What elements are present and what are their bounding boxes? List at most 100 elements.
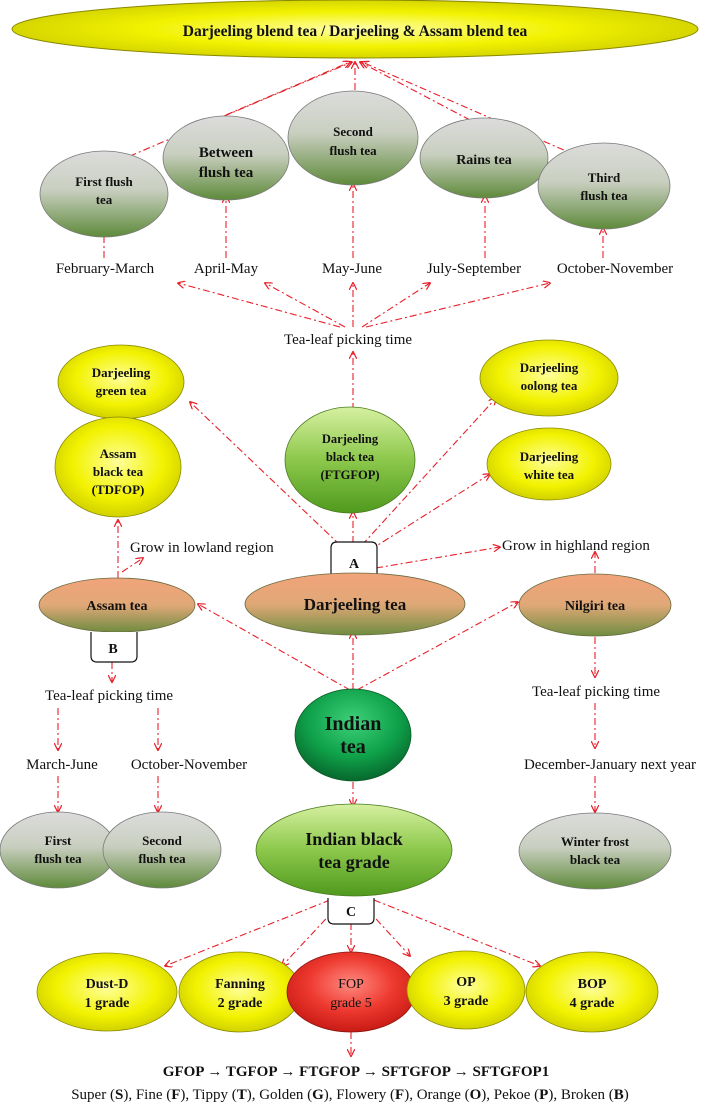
legend-close-paren: ) <box>624 1087 629 1103</box>
fop-grade-node <box>286 951 416 1033</box>
arrow <box>361 398 496 546</box>
second-flush-line2: flush tea <box>329 143 377 158</box>
darjeeling-products: Darjeeling green tea Assam black tea (TD… <box>54 339 619 518</box>
between-flush-line2: flush tea <box>199 165 254 181</box>
third-flush-tea-node <box>537 142 671 230</box>
legend-word: Super ( <box>71 1087 115 1103</box>
rains-tea-label: Rains tea <box>456 153 512 168</box>
arrow <box>198 604 351 691</box>
green-line2: green tea <box>96 383 147 398</box>
legend-close-paren: ) <box>180 1087 185 1103</box>
indian-tea-line1: Indian <box>325 713 382 735</box>
arrow <box>360 62 471 121</box>
darjeeling-tea-label: Darjeeling tea <box>304 595 407 614</box>
second-flush-line1: Second <box>333 124 374 139</box>
dj-black-line2: black tea <box>326 450 375 464</box>
oolong-line1: Darjeeling <box>520 360 579 375</box>
arrow <box>282 907 337 966</box>
white-line2: white tea <box>524 467 575 482</box>
op-line1: OP <box>456 975 476 990</box>
winter-frost-black-tea-node <box>518 812 672 890</box>
assam-second-flush-node <box>102 811 222 889</box>
legend-word: , Fine ( <box>128 1087 171 1103</box>
winter-line1: Winter frost <box>561 834 630 849</box>
second-flush-tea-node <box>287 90 419 186</box>
third-flush-line1: Third <box>588 170 621 185</box>
box-c-label: C <box>346 905 356 920</box>
assam-first-flush-node <box>0 811 117 889</box>
assam-mar-jun-label: March-June <box>26 757 98 773</box>
indian-black-tea-grade-node <box>255 803 453 897</box>
dj-black-line3: (FTGFOP) <box>320 468 379 482</box>
nilgiri-tea-node <box>518 573 672 637</box>
legend-word: , Golden ( <box>252 1087 312 1103</box>
darjeeling-white-tea-node <box>486 427 612 501</box>
assam-tea-label: Assam tea <box>86 599 147 614</box>
legend-close-paren: ) <box>481 1087 486 1103</box>
nilgiri-branch: Tea-leaf picking time December-January n… <box>518 684 696 890</box>
assam-branch: Tea-leaf picking time March-June October… <box>0 688 247 889</box>
arrow <box>178 283 341 328</box>
legend-word: , Orange ( <box>409 1087 469 1103</box>
darjeeling-tea-node <box>244 572 466 636</box>
op-grade-node <box>406 950 526 1030</box>
blend-tea-node <box>11 0 699 59</box>
legend-word: , Pekoe ( <box>486 1087 539 1103</box>
legend-close-paren: ) <box>324 1087 329 1103</box>
indian-tea-line2: tea <box>340 736 366 758</box>
grade-title-line2: tea grade <box>318 852 389 872</box>
legend-close-paren: ) <box>548 1087 553 1103</box>
assam-black-line3: (TDFOP) <box>92 482 145 497</box>
month-labels: February-March April-May May-June July-S… <box>56 261 673 277</box>
nilgiri-dec-jan-label: December-January next year <box>524 757 696 773</box>
green-line1: Darjeeling <box>92 365 151 380</box>
dust-d-grade-node <box>36 952 178 1032</box>
lowland-region-label: Grow in lowland region <box>130 540 274 556</box>
op-line2: 3 grade <box>444 994 489 1009</box>
arrows <box>58 62 605 1056</box>
fop-line1: FOP <box>338 977 364 992</box>
legend-word: , Flowery ( <box>329 1087 395 1103</box>
assam-black-line2: black tea <box>93 464 144 479</box>
legend-abbr: G <box>312 1087 324 1103</box>
arrow <box>369 474 490 551</box>
rains-tea-node <box>419 117 549 199</box>
month-oct-nov: October-November <box>557 261 673 277</box>
arrow <box>121 558 143 573</box>
assam-first-line2: flush tea <box>34 851 82 866</box>
nilgiri-picking-label: Tea-leaf picking time <box>532 684 660 700</box>
highland-region-label: Grow in highland region <box>502 538 650 554</box>
arrow <box>356 602 518 691</box>
arrow <box>362 62 606 169</box>
between-flush-tea-node <box>162 115 290 201</box>
arrow <box>365 283 550 328</box>
flush-nodes: First flush tea Between flush tea Second… <box>39 90 671 238</box>
fop-line2: grade 5 <box>330 996 372 1011</box>
legend-close-paren: ) <box>123 1087 128 1103</box>
white-line1: Darjeeling <box>520 449 579 464</box>
nilgiri-tea-label: Nilgiri tea <box>565 599 625 614</box>
dj-black-line1: Darjeeling <box>322 432 379 446</box>
assam-oct-nov-label: October-November <box>131 757 247 773</box>
oolong-line2: oolong tea <box>521 378 578 393</box>
month-feb-mar: February-March <box>56 261 155 277</box>
between-flush-line1: Between <box>199 145 254 161</box>
month-apr-may: April-May <box>194 261 259 277</box>
box-a <box>330 541 378 578</box>
month-jul-sep: July-September <box>427 261 521 277</box>
blend-tea-title: Darjeeling blend tea / Darjeeling & Assa… <box>183 23 528 40</box>
legend-abbr: P <box>539 1087 548 1103</box>
assam-picking-label: Tea-leaf picking time <box>45 688 173 704</box>
bop-line2: 4 grade <box>570 996 615 1011</box>
legend-close-paren: ) <box>404 1087 409 1103</box>
grade-chain: GFOP → TGFOP → FTGFOP → SFTGFOP → SFTGFO… <box>163 1064 549 1080</box>
legend-abbr: T <box>237 1087 247 1103</box>
winter-line2: black tea <box>570 852 621 867</box>
third-flush-line2: flush tea <box>580 188 628 203</box>
fanning-line1: Fanning <box>215 977 265 992</box>
darjeeling-green-tea-node <box>57 344 185 420</box>
legend-abbr: B <box>614 1087 624 1103</box>
box-a-label: A <box>349 557 360 572</box>
first-flush-line2: tea <box>96 192 113 207</box>
